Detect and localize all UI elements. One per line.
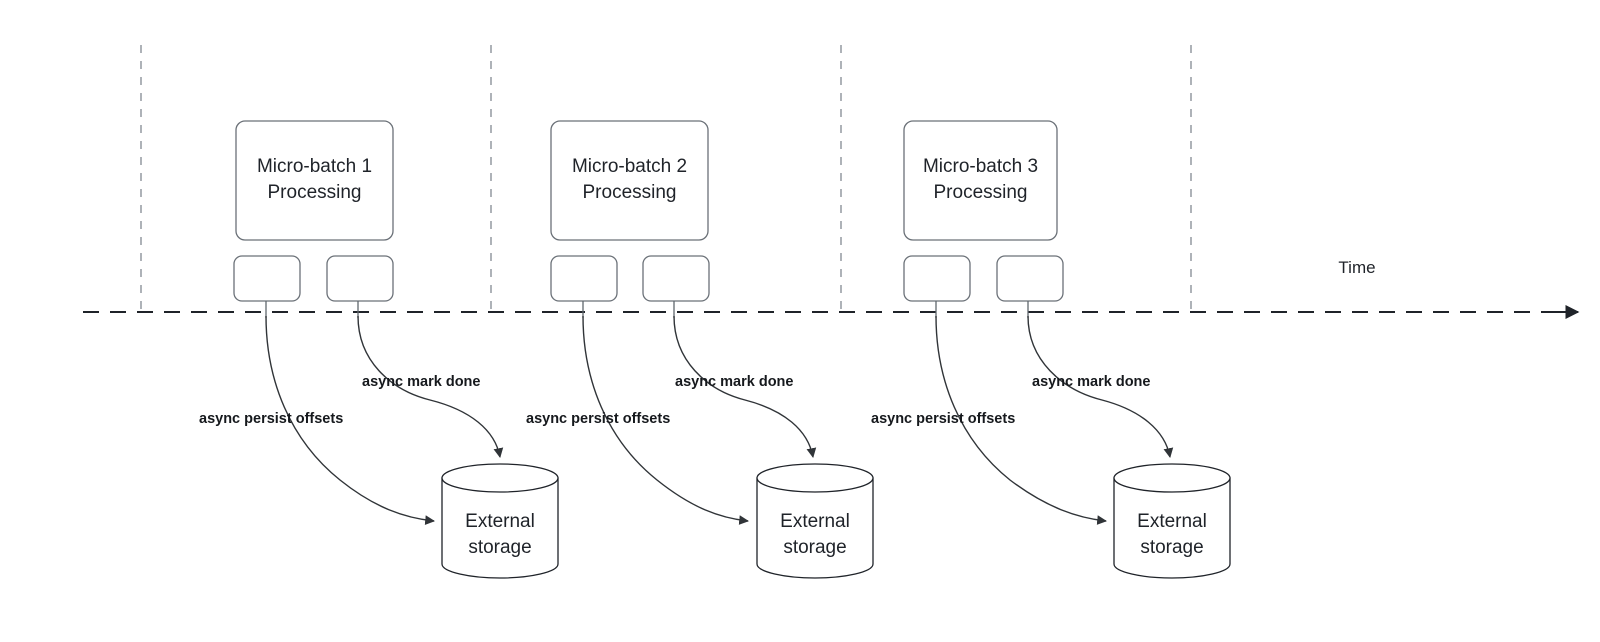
micro-batch-2-persist-offsets-arrow [582, 315, 749, 525]
micro-batch-3-task-markdone-box[interactable] [996, 255, 1064, 302]
micro-batch-group-2: Micro-batch 2 Processing async persist o… [526, 120, 874, 579]
micro-batch-1-box[interactable] [235, 120, 394, 241]
micro-batch-2-mark-done-label: async mark done [675, 374, 793, 390]
micro-batch-3-label-line1: Micro-batch 3 [923, 156, 1038, 177]
micro-batch-1-mark-done-label: async mark done [362, 374, 480, 390]
external-storage-1-label-line1: External [465, 511, 535, 532]
external-storage-3-label-line1: External [1137, 511, 1207, 532]
micro-batch-1-persist-offsets-arrow [265, 315, 435, 525]
micro-batch-1-task-markdone-box[interactable] [326, 255, 394, 302]
external-storage-2-cylinder[interactable] [756, 463, 874, 579]
micro-batch-3-mark-done-label: async mark done [1032, 374, 1150, 390]
micro-batch-3-task-persist-box[interactable] [903, 255, 971, 302]
time-axis-label: Time [1338, 258, 1375, 277]
micro-batch-2-label-line2: Processing [583, 182, 677, 203]
micro-batch-2-task-persist-box[interactable] [550, 255, 618, 302]
micro-batch-2-box[interactable] [550, 120, 709, 241]
micro-batch-group-3: Micro-batch 3 Processing async persist o… [871, 120, 1231, 579]
external-storage-1-label-line2: storage [468, 537, 531, 558]
batch-boundary-ticks [140, 45, 1192, 312]
micro-batch-2-label-line1: Micro-batch 2 [572, 156, 687, 177]
external-storage-2-label-line2: storage [783, 537, 846, 558]
external-storage-3-label-line2: storage [1140, 537, 1203, 558]
micro-batch-1-persist-offsets-label: async persist offsets [199, 411, 343, 427]
micro-batch-2-mark-done-arrow [673, 315, 817, 458]
external-storage-2-label-line1: External [780, 511, 850, 532]
time-axis: Time [83, 258, 1580, 319]
micro-batch-3-persist-offsets-label: async persist offsets [871, 411, 1015, 427]
external-storage-3-cylinder[interactable] [1113, 463, 1231, 579]
micro-batch-3-persist-offsets-arrow [935, 315, 1107, 525]
micro-batch-3-mark-done-arrow [1027, 315, 1174, 458]
micro-batch-1-label-line2: Processing [268, 182, 362, 203]
micro-batch-3-label-line2: Processing [934, 182, 1028, 203]
micro-batch-2-persist-offsets-label: async persist offsets [526, 411, 670, 427]
micro-batch-1-mark-done-arrow [357, 315, 504, 458]
micro-batch-1-label-line1: Micro-batch 1 [257, 156, 372, 177]
micro-batch-1-task-persist-box[interactable] [233, 255, 301, 302]
micro-batch-group-1: Micro-batch 1 Processing async persist o… [199, 120, 559, 579]
external-storage-1-cylinder[interactable] [441, 463, 559, 579]
micro-batch-3-box[interactable] [903, 120, 1058, 241]
micro-batch-2-task-markdone-box[interactable] [642, 255, 710, 302]
